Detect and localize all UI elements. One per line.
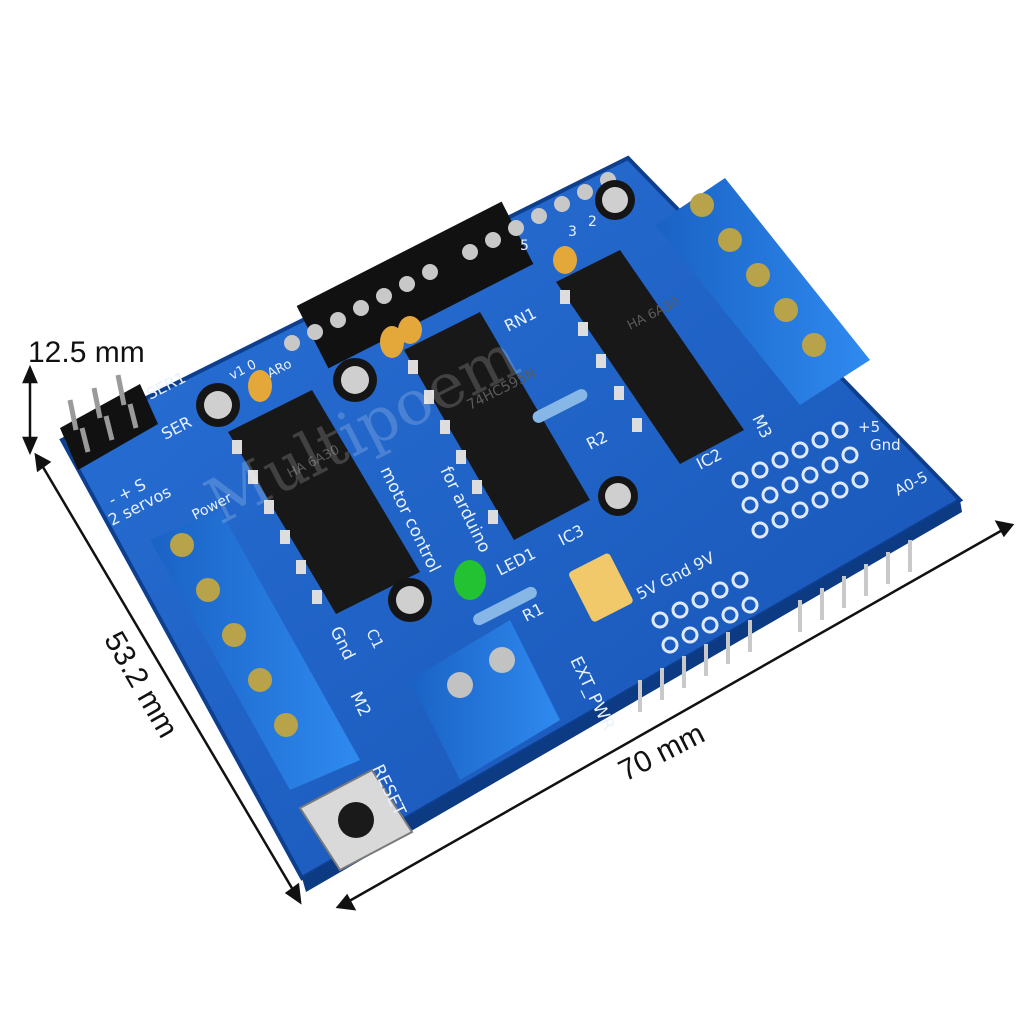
- capacitors: [196, 180, 638, 622]
- terminal-block-left: [150, 510, 360, 790]
- header-pins-right: [638, 540, 912, 712]
- chip-left: HA 6A30: [228, 390, 420, 614]
- label-gnd-right: Gnd: [870, 436, 901, 454]
- label-pin-2: 2: [588, 214, 597, 230]
- ceramic-capacitors: [248, 246, 577, 402]
- header-pins-top: [284, 172, 616, 369]
- pcb-edge: [302, 500, 962, 892]
- power-jumper[interactable]: [568, 552, 634, 623]
- terminal-block-power: [410, 620, 560, 780]
- label-plus5: +5: [858, 418, 880, 436]
- resistor-r1: [473, 586, 537, 626]
- dimension-height-pin: 12.5 mm: [28, 336, 145, 369]
- status-led: [454, 560, 486, 600]
- resistor-r2: [532, 389, 588, 423]
- reset-button[interactable]: [298, 768, 414, 872]
- label-pin-3: 3: [568, 224, 577, 240]
- terminal-block-right: [655, 178, 870, 405]
- servo-pin-header: [60, 374, 158, 470]
- label-pin-5: 5: [520, 238, 529, 254]
- dimension-lines: [22, 364, 1015, 911]
- chip-right: HA 6A30: [556, 250, 744, 464]
- pad-array: [651, 421, 869, 654]
